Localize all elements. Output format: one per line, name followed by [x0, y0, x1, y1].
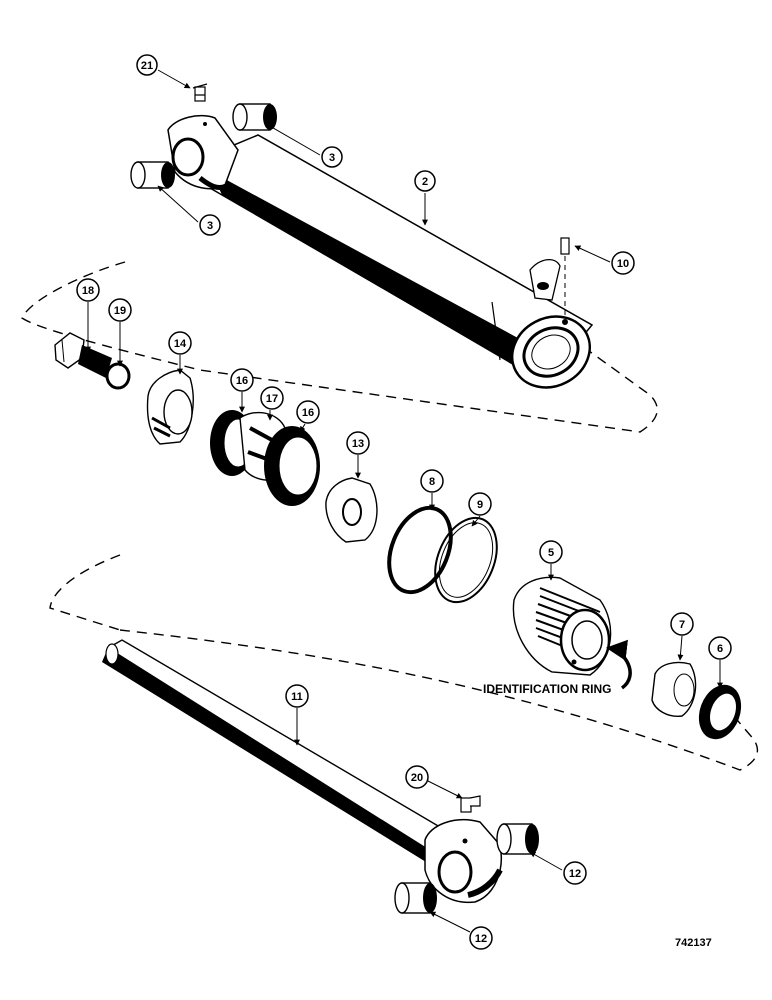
rod-bushing-right [496, 823, 539, 855]
svg-text:12: 12 [475, 933, 487, 945]
svg-text:13: 13 [352, 438, 364, 450]
callout-13: 13 [346, 431, 370, 455]
rod-bushing-left [394, 882, 437, 914]
identification-ring-arrow [605, 639, 632, 690]
callout-14: 14 [168, 331, 192, 355]
piston-retainer [146, 369, 194, 445]
svg-text:12: 12 [569, 868, 581, 880]
rod-eye [424, 818, 503, 904]
callout-2: 2 [414, 170, 436, 192]
svg-text:10: 10 [617, 258, 629, 270]
bushing-upper [232, 103, 277, 131]
svg-text:2: 2 [422, 176, 428, 188]
spacer [325, 477, 378, 543]
callout-18: 18 [76, 278, 100, 302]
svg-text:18: 18 [82, 285, 94, 297]
svg-text:11: 11 [291, 691, 303, 703]
figure-number: 742137 [675, 937, 712, 949]
callout-11: 11 [285, 684, 309, 708]
cylinder-tube [209, 134, 594, 389]
callout-8: 8 [420, 469, 444, 493]
svg-text:3: 3 [329, 152, 335, 164]
svg-text:20: 20 [411, 772, 423, 784]
o-ring [387, 505, 453, 595]
leader-lines [85, 69, 723, 933]
svg-text:7: 7 [679, 619, 685, 631]
svg-text:8: 8 [429, 476, 435, 488]
svg-text:17: 17 [266, 393, 278, 405]
svg-text:19: 19 [114, 305, 126, 317]
backup-ring [434, 516, 498, 604]
callout-20: 20 [405, 765, 429, 789]
callout-12-right: 12 [563, 861, 587, 885]
gland [512, 576, 612, 676]
washer [105, 362, 131, 390]
piston-seal-right [264, 426, 320, 506]
svg-text:14: 14 [174, 338, 187, 350]
set-screw [560, 237, 570, 325]
bushing-lower [130, 161, 175, 189]
callout-16-right: 16 [296, 400, 320, 424]
grease-fitting-upper [192, 83, 208, 102]
callout-9: 9 [468, 492, 492, 516]
svg-text:16: 16 [236, 375, 248, 387]
tube-clevis [167, 114, 239, 191]
svg-text:3: 3 [207, 220, 213, 232]
callout-6: 6 [708, 636, 732, 660]
svg-text:6: 6 [717, 643, 723, 655]
callout-16-left: 16 [230, 368, 254, 392]
callout-10: 10 [611, 251, 635, 275]
callout-3-upper: 3 [321, 146, 343, 168]
grease-fitting-lower [460, 795, 481, 813]
callout-3-lower: 3 [199, 214, 221, 236]
svg-text:9: 9 [477, 499, 483, 511]
callout-21: 21 [136, 54, 158, 76]
callout-7: 7 [670, 612, 694, 636]
svg-text:16: 16 [302, 407, 314, 419]
identification-ring-label: IDENTIFICATION RING [483, 682, 611, 696]
callout-17: 17 [260, 386, 284, 410]
svg-text:21: 21 [141, 60, 153, 72]
rod-seal [698, 684, 742, 740]
svg-text:5: 5 [548, 547, 554, 559]
piston-bolt [54, 332, 112, 378]
lower-group-outline [49, 554, 759, 771]
piston-rod [102, 639, 446, 862]
callout-5: 5 [539, 540, 563, 564]
callout-12-left: 12 [469, 926, 493, 950]
callout-19: 19 [108, 298, 132, 322]
wear-ring [651, 661, 697, 717]
